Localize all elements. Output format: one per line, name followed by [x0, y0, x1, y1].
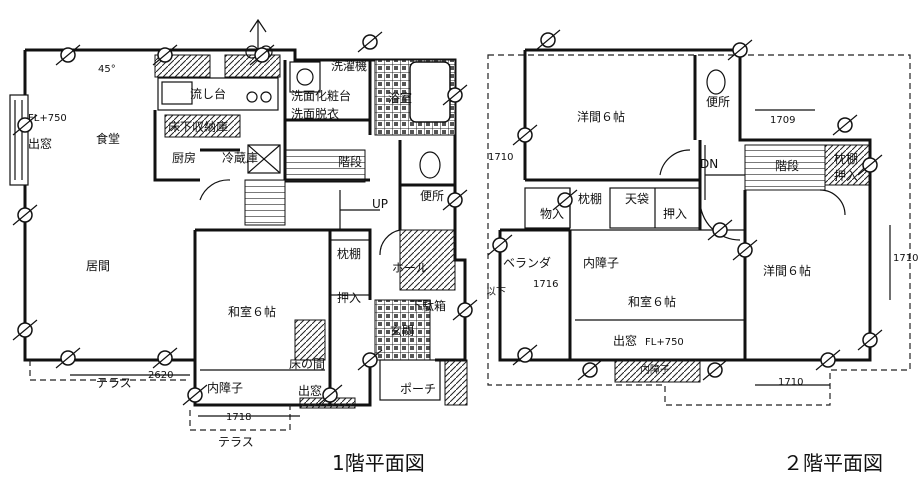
- label-gebako: 下駄箱: [410, 298, 446, 313]
- label-shokudo: 食堂: [96, 131, 120, 146]
- label-makuradana-right: 枕棚: [834, 151, 858, 166]
- label-ika: 以下: [486, 287, 506, 298]
- label-dim-1718: 1718: [226, 412, 251, 423]
- label-oshiire-right: 押入: [834, 169, 858, 183]
- floor1-plan: 食堂 居間 出窓 FL+750 45° 流し台 床下収納庫 厨房 冷蔵庫 洗濯機…: [9, 18, 478, 475]
- label-up: UP: [372, 197, 388, 211]
- label-demado-1f: 出窓: [298, 383, 322, 398]
- label-kaidan-2f: 階段: [775, 158, 799, 173]
- label-porch: ポーチ: [400, 382, 436, 396]
- label-yoma-right: 洋間６帖: [763, 263, 811, 278]
- label-demado-2f: 出窓: [613, 333, 637, 348]
- label-terrace-left: テラス: [96, 376, 132, 390]
- label-dn: DN: [700, 157, 718, 171]
- label-terrace-bottom: テラス: [218, 435, 254, 449]
- label-dim-1710-right: 1710: [893, 253, 918, 264]
- label-reizoko: 冷蔵庫: [222, 151, 258, 165]
- floor1-title: 1階平面図: [332, 451, 425, 475]
- label-fl750-2f: FL+750: [645, 337, 684, 348]
- label-benjo-1f: 便所: [420, 189, 444, 203]
- floor2-title: ２階平面図: [783, 451, 883, 475]
- label-angle-45: 45°: [98, 64, 116, 75]
- label-washitsu-1f: 和室６帖: [228, 304, 276, 319]
- label-dim-1709: 1709: [770, 115, 795, 126]
- label-monoire: 物入: [540, 207, 564, 221]
- label-fl750-left: FL+750: [28, 113, 67, 124]
- label-sentakuki: 洗濯機: [331, 58, 367, 73]
- label-kaidan-1f: 階段: [338, 154, 362, 169]
- label-hall: ホール: [392, 261, 428, 275]
- label-yoma-top: 洋間６帖: [577, 109, 625, 124]
- label-tenbukuro: 天袋: [625, 192, 649, 206]
- label-oshiire-1f: 押入: [337, 291, 361, 305]
- label-uchishoji-bottom: 内障子: [640, 363, 670, 376]
- label-dim-2620: 2620: [148, 370, 173, 381]
- label-yokushitsu: 浴室: [388, 90, 412, 105]
- label-yukashita-shuno: 床下収納庫: [168, 120, 228, 134]
- label-dim-1710-left: 1710: [488, 152, 513, 163]
- label-senmen-keshodai: 洗面化粧台: [291, 88, 351, 103]
- label-demado-left: 出窓: [28, 136, 52, 151]
- label-dim-1716: 1716: [533, 279, 558, 290]
- label-makuradana-1f: 枕棚: [337, 246, 361, 261]
- label-senmen-datsui: 洗面脱衣: [291, 106, 339, 121]
- label-benjo-2f: 便所: [706, 95, 730, 109]
- label-oshiire-mid: 押入: [663, 207, 687, 221]
- label-uchishoji-2f: 内障子: [583, 255, 619, 270]
- label-ima: 居間: [86, 259, 110, 273]
- label-nagashidai: 流し台: [190, 86, 226, 101]
- label-chubo: 厨房: [172, 150, 196, 165]
- label-tokonoma: 床の間: [289, 357, 325, 371]
- label-veranda: ベランダ: [503, 255, 551, 270]
- label-uchishoji-1f: 内障子: [207, 380, 243, 395]
- label-washitsu-2f: 和室６帖: [628, 294, 676, 309]
- label-genkan: 玄関: [390, 323, 414, 338]
- label-makuradana-mid: 枕棚: [578, 191, 602, 206]
- label-dim-1710-bottom: 1710: [778, 377, 803, 388]
- floor2-plan: 洋間６帖 便所 1709 1710 1710 1710 DN 階段 枕棚 押入 …: [486, 29, 918, 475]
